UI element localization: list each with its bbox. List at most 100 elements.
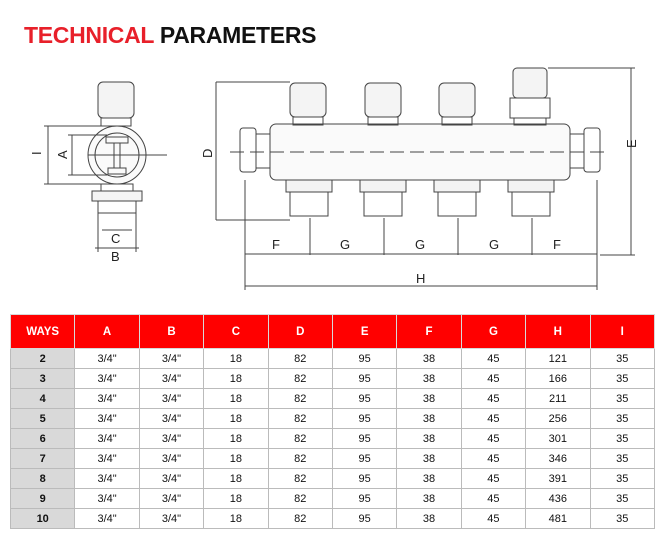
ways-cell: 8 bbox=[9, 468, 76, 489]
value-cell: 82 bbox=[267, 388, 333, 409]
value-cell: 38 bbox=[396, 388, 462, 409]
value-cell: 166 bbox=[525, 368, 591, 389]
value-cell: 45 bbox=[460, 408, 527, 429]
value-cell: 35 bbox=[589, 368, 656, 389]
value-cell: 481 bbox=[525, 508, 591, 529]
dim-label-e: E bbox=[624, 139, 639, 148]
value-cell: 95 bbox=[331, 428, 398, 449]
ways-cell: 10 bbox=[9, 508, 76, 529]
technical-drawing: I A C B D E F G G G F H bbox=[29, 67, 639, 290]
value-cell: 18 bbox=[203, 408, 269, 429]
value-cell: 38 bbox=[396, 508, 462, 529]
ways-cell: 5 bbox=[9, 408, 76, 429]
dim-label-g-2: G bbox=[415, 237, 425, 252]
value-cell: 45 bbox=[460, 488, 527, 509]
value-cell: 436 bbox=[525, 488, 591, 509]
page-title: TECHNICAL PARAMETERS bbox=[24, 22, 316, 49]
dim-label-d: D bbox=[200, 149, 215, 158]
column-header: B bbox=[138, 314, 205, 349]
column-header: I bbox=[589, 314, 656, 349]
column-header: A bbox=[74, 314, 140, 349]
value-cell: 3/4" bbox=[74, 448, 140, 469]
ways-cell: 6 bbox=[9, 428, 76, 449]
dim-label-f-right: F bbox=[553, 237, 561, 252]
value-cell: 35 bbox=[589, 428, 656, 449]
front-view: D E F G G G F H bbox=[200, 67, 639, 290]
column-header: F bbox=[396, 314, 462, 349]
value-cell: 45 bbox=[460, 388, 527, 409]
dim-label-b: B bbox=[111, 249, 120, 264]
value-cell: 3/4" bbox=[138, 388, 205, 409]
value-cell: 3/4" bbox=[74, 348, 140, 369]
value-cell: 3/4" bbox=[74, 408, 140, 429]
value-cell: 45 bbox=[460, 428, 527, 449]
value-cell: 82 bbox=[267, 488, 333, 509]
value-cell: 3/4" bbox=[138, 508, 205, 529]
value-cell: 35 bbox=[589, 408, 656, 429]
dim-label-i: I bbox=[29, 151, 44, 155]
value-cell: 18 bbox=[203, 448, 269, 469]
dim-label-c: C bbox=[111, 231, 120, 246]
value-cell: 35 bbox=[589, 488, 656, 509]
value-cell: 18 bbox=[203, 508, 269, 529]
value-cell: 95 bbox=[331, 448, 398, 469]
side-view: I A C B bbox=[29, 81, 167, 264]
value-cell: 346 bbox=[525, 448, 591, 469]
value-cell: 45 bbox=[460, 468, 527, 489]
value-cell: 3/4" bbox=[74, 368, 140, 389]
value-cell: 82 bbox=[267, 448, 333, 469]
value-cell: 95 bbox=[331, 468, 398, 489]
value-cell: 38 bbox=[396, 468, 462, 489]
value-cell: 3/4" bbox=[138, 428, 205, 449]
value-cell: 3/4" bbox=[74, 388, 140, 409]
value-cell: 3/4" bbox=[138, 348, 205, 369]
value-cell: 18 bbox=[203, 348, 269, 369]
column-header: G bbox=[460, 314, 527, 349]
value-cell: 95 bbox=[331, 368, 398, 389]
value-cell: 3/4" bbox=[74, 488, 140, 509]
value-cell: 82 bbox=[267, 428, 333, 449]
ways-cell: 9 bbox=[9, 488, 76, 509]
value-cell: 38 bbox=[396, 368, 462, 389]
dim-label-g-3: G bbox=[489, 237, 499, 252]
ways-cell: 3 bbox=[9, 368, 76, 389]
dim-label-f-left: F bbox=[272, 237, 280, 252]
value-cell: 45 bbox=[460, 508, 527, 529]
value-cell: 35 bbox=[589, 508, 656, 529]
value-cell: 38 bbox=[396, 348, 462, 369]
ways-cell: 4 bbox=[9, 388, 76, 409]
dim-label-h: H bbox=[416, 271, 425, 286]
title-rest: PARAMETERS bbox=[159, 22, 317, 48]
value-cell: 3/4" bbox=[138, 448, 205, 469]
value-cell: 38 bbox=[396, 488, 462, 509]
value-cell: 391 bbox=[525, 468, 591, 489]
value-cell: 95 bbox=[331, 388, 398, 409]
value-cell: 35 bbox=[589, 388, 656, 409]
value-cell: 82 bbox=[267, 408, 333, 429]
title-highlight: TECHNICAL bbox=[24, 22, 154, 48]
value-cell: 18 bbox=[203, 468, 269, 489]
value-cell: 95 bbox=[331, 348, 398, 369]
value-cell: 18 bbox=[203, 428, 269, 449]
value-cell: 3/4" bbox=[74, 428, 140, 449]
value-cell: 3/4" bbox=[74, 508, 140, 529]
value-cell: 82 bbox=[267, 348, 333, 369]
value-cell: 35 bbox=[589, 348, 656, 369]
ways-cell: 7 bbox=[9, 448, 76, 469]
value-cell: 18 bbox=[203, 368, 269, 389]
column-header: H bbox=[525, 314, 591, 349]
column-header: WAYS bbox=[9, 314, 76, 349]
value-cell: 301 bbox=[525, 428, 591, 449]
value-cell: 256 bbox=[525, 408, 591, 429]
value-cell: 95 bbox=[331, 488, 398, 509]
value-cell: 38 bbox=[396, 448, 462, 469]
